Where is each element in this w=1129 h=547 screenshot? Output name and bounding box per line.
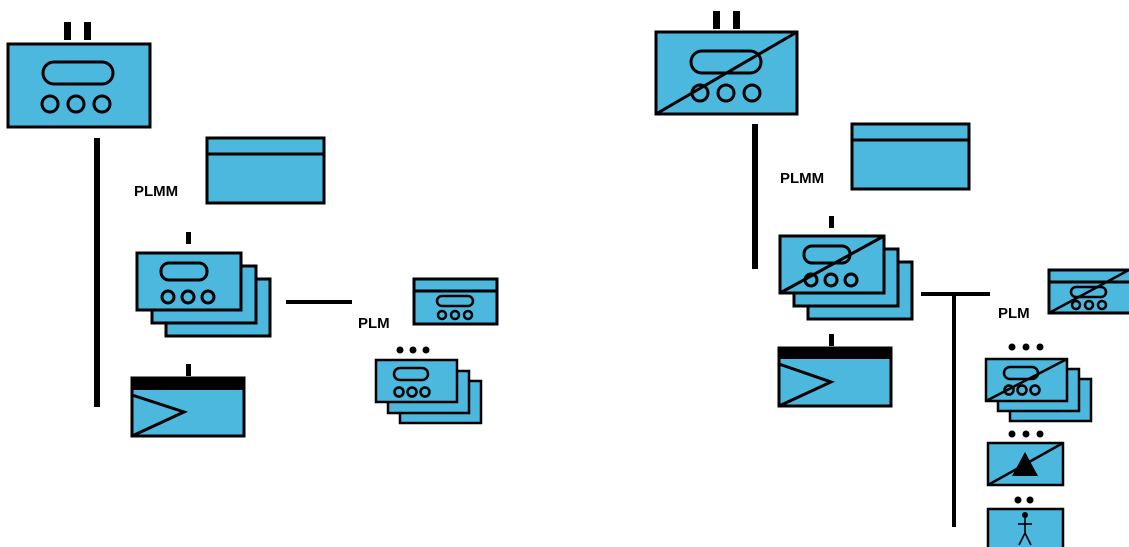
left-plm-label: PLM <box>358 315 390 332</box>
right-plm-label: PLM <box>998 305 1030 322</box>
left-plm-module <box>412 277 499 326</box>
right-diagram: PLMM <box>654 11 1129 547</box>
left-output-module <box>130 364 246 438</box>
person-icon <box>1018 512 1032 546</box>
left-main-controller <box>6 22 152 129</box>
right-output-module <box>777 334 893 408</box>
left-plmm-module <box>205 136 326 205</box>
left-diagram: PLMM PLM <box>6 22 499 438</box>
right-plmm-module <box>850 122 971 191</box>
right-main-controller <box>654 11 799 116</box>
right-small-stacked-controllers <box>984 343 1093 423</box>
left-plmm-label: PLMM <box>134 183 178 200</box>
right-plm-module <box>1047 268 1129 315</box>
left-stacked-controllers <box>135 232 272 338</box>
right-plmm-label: PLMM <box>780 170 824 187</box>
right-person-module <box>986 496 1065 547</box>
right-stacked-controllers <box>778 216 914 321</box>
left-small-stacked-controllers <box>374 346 483 425</box>
right-warning-module <box>986 430 1065 487</box>
